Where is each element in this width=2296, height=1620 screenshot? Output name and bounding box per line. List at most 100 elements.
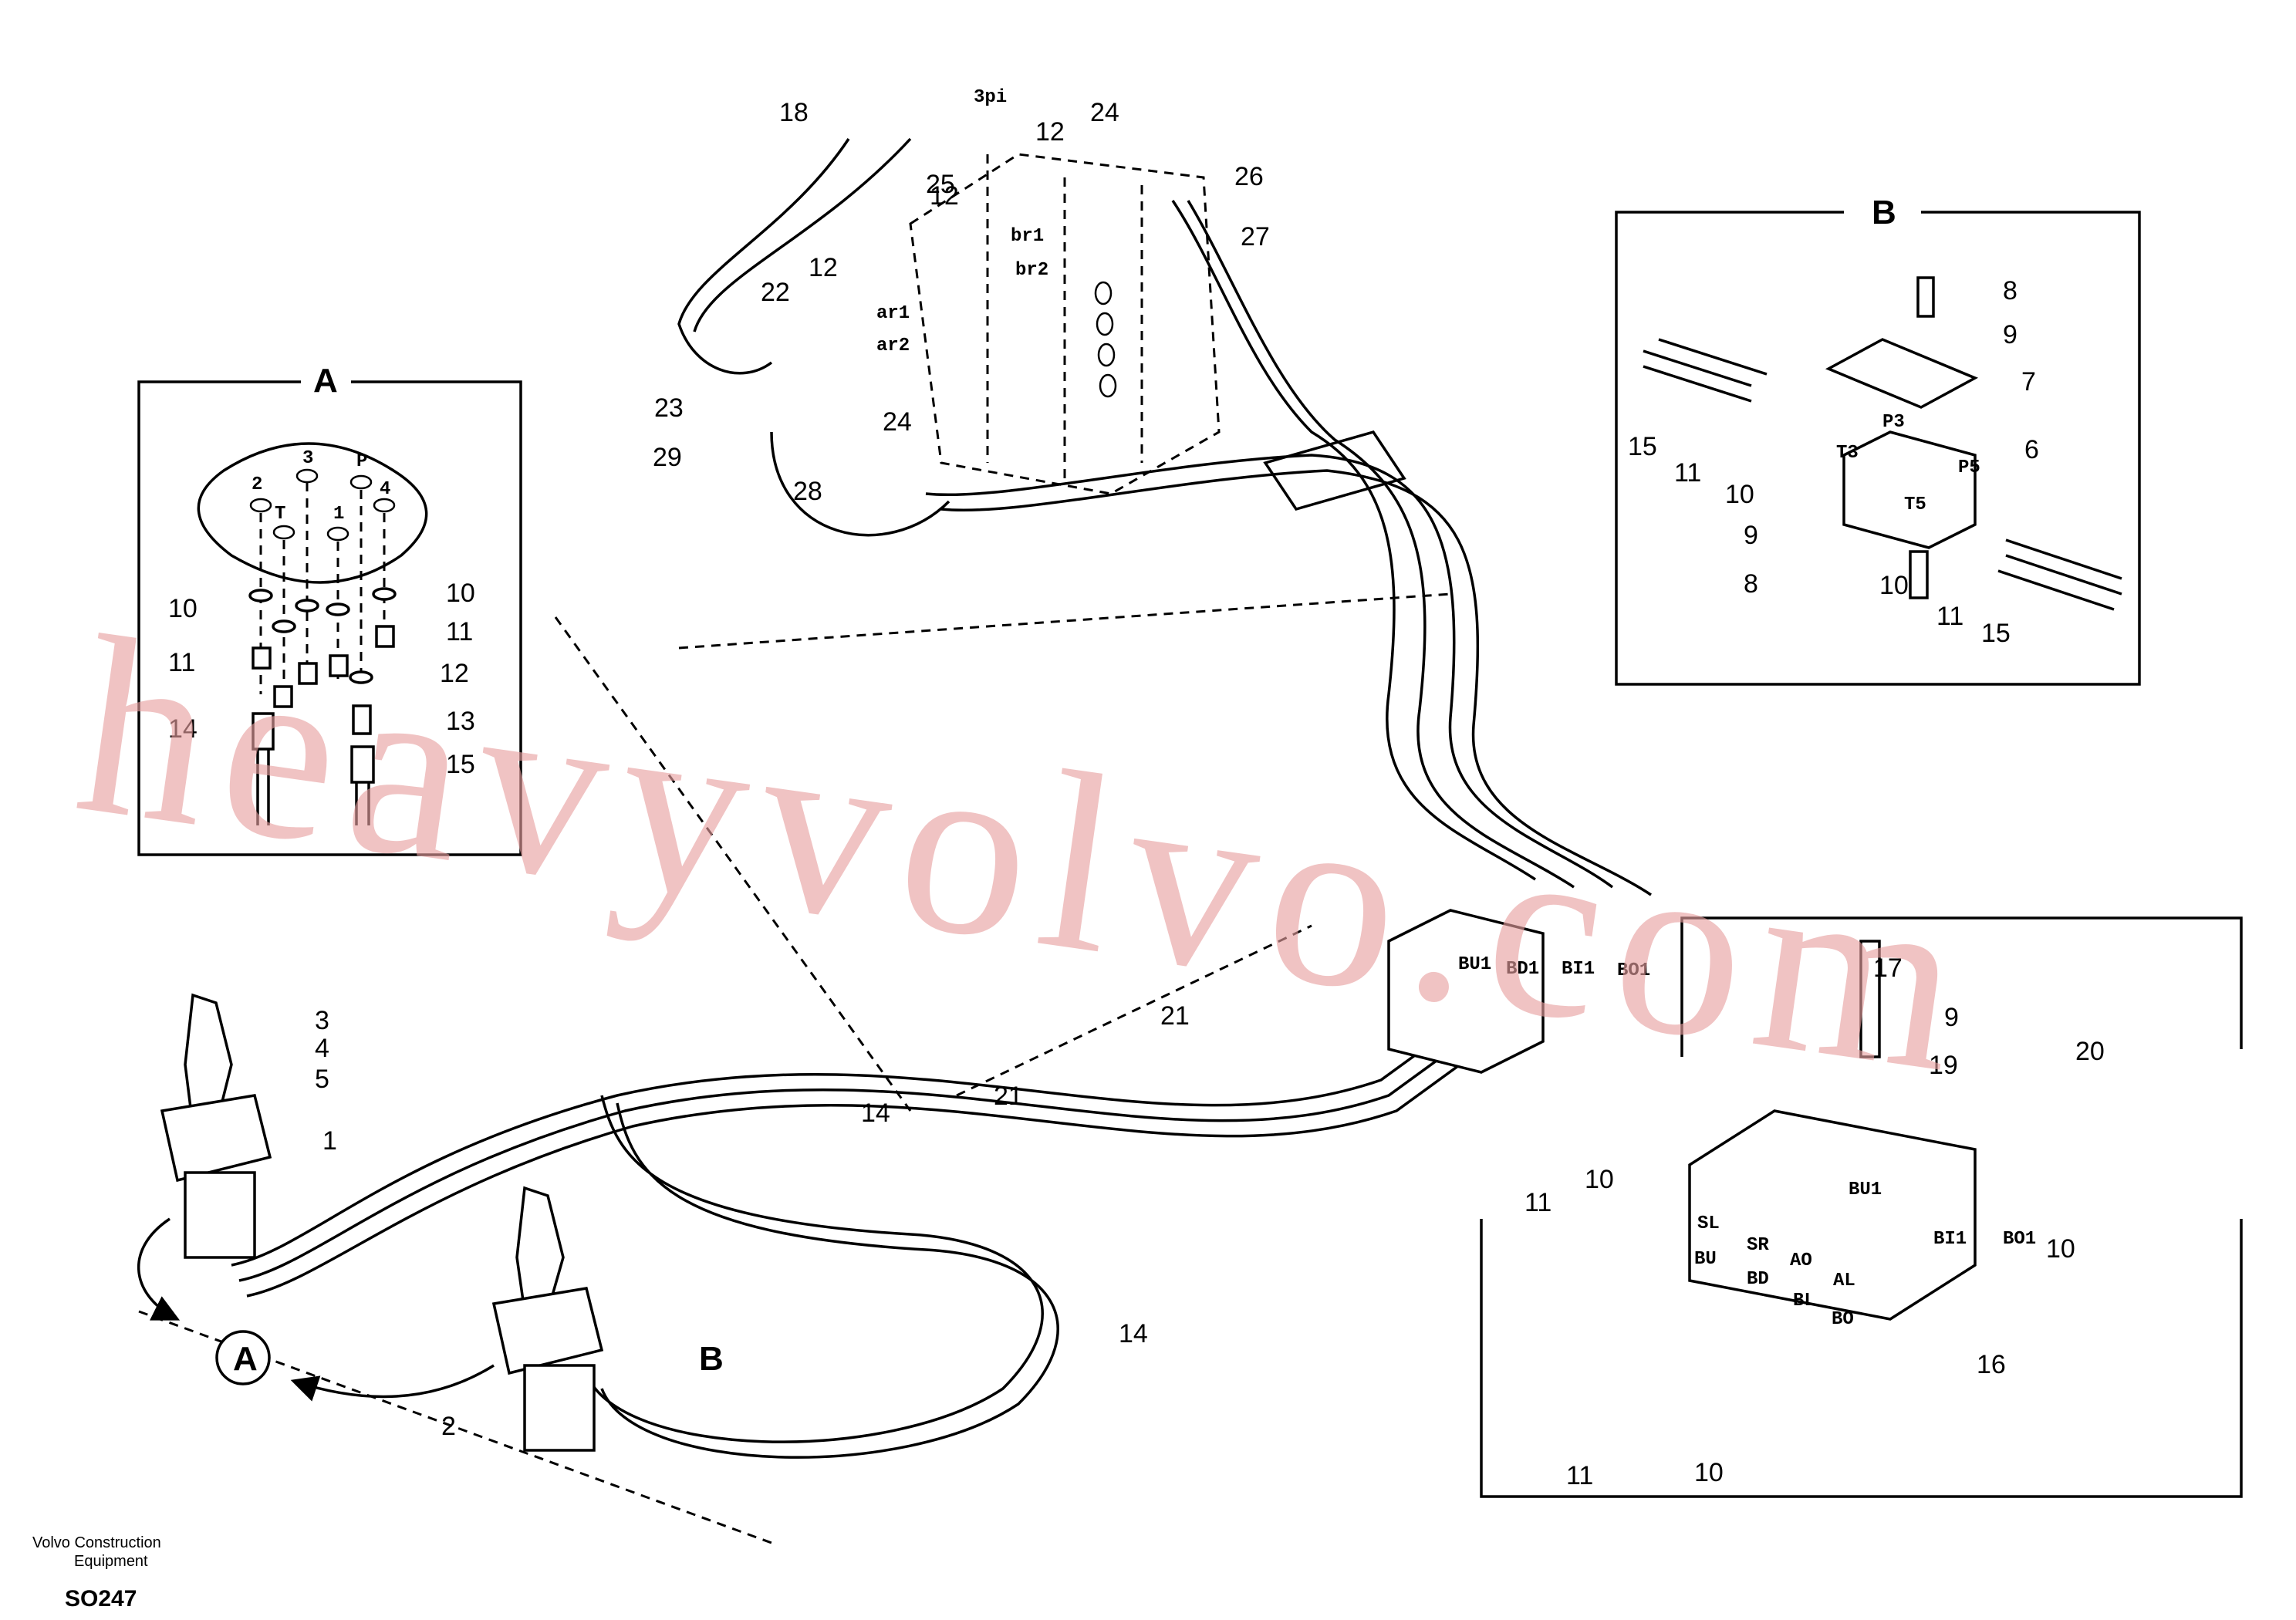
part-label-3: 3 [315, 1006, 329, 1035]
port-label-ar1: ar1 [876, 303, 910, 324]
part-label-21a: 21 [1160, 1001, 1190, 1031]
detail-a-arrow-right [290, 1364, 495, 1402]
port-label-bl: BL [1793, 1291, 1815, 1311]
part-label-b-9: 9 [2003, 320, 2017, 349]
part-label-26: 26 [1234, 162, 1264, 191]
part-label-4: 4 [315, 1034, 329, 1063]
part-label-5: 5 [315, 1065, 329, 1094]
part-label-b-11b: 11 [1936, 602, 1963, 631]
port-label-p5: P5 [1958, 457, 1980, 478]
part-label-b-10: 10 [1725, 480, 1754, 509]
port-label-bo1: BO1 [1617, 960, 1650, 981]
port-label-3: 3 [302, 448, 313, 469]
control-valve: 3pi br1 br2 ar1 ar2 [876, 87, 1221, 495]
detail-a-orings [248, 587, 397, 684]
port-label-sl: SL [1697, 1213, 1720, 1234]
port-label-ar2: ar2 [876, 336, 910, 356]
port-label-br1: br1 [1011, 226, 1044, 247]
plate-ports [249, 468, 396, 542]
port-label-t: T [275, 504, 285, 525]
detail-a-fittings [252, 625, 395, 708]
part-label-28: 28 [793, 477, 822, 506]
part-label-12a: 12 [930, 181, 959, 211]
watermark-text: heavyvolvo.com [64, 583, 1990, 1127]
part-label-2: 2 [441, 1412, 456, 1441]
part-label-b-8: 8 [2003, 276, 2017, 305]
part-label-a-12: 12 [440, 659, 469, 688]
part-label-a-10b: 10 [446, 579, 475, 608]
valve-spools [1094, 281, 1117, 398]
port-label-3pi: 3pi [974, 87, 1007, 108]
part-label-25: 25 [926, 170, 955, 199]
part-label-14b: 14 [1119, 1319, 1148, 1348]
part-label-29: 29 [653, 443, 682, 472]
detail-a-arrow-left [137, 1217, 181, 1321]
part-label-b-11: 11 [1674, 458, 1701, 488]
part-label-c-11a: 11 [1524, 1188, 1551, 1217]
part-label-c-10c: 10 [2046, 1234, 2075, 1264]
part-label-b-6: 6 [2024, 435, 2039, 464]
part-label-19: 19 [1929, 1051, 1958, 1080]
pilot-plate [197, 442, 428, 584]
part-label-12b: 12 [1035, 117, 1065, 147]
port-label-2: 2 [252, 474, 262, 495]
part-label-c-11b: 11 [1566, 1461, 1593, 1490]
port-label-t5: T5 [1904, 494, 1926, 515]
bolt-top [1916, 276, 1935, 318]
joystick-left [160, 993, 272, 1259]
port-label-bd: BD [1747, 1269, 1769, 1290]
port-label-p3: P3 [1882, 412, 1905, 433]
part-label-b-10b: 10 [1879, 571, 1909, 600]
part-label-b-7: 7 [2021, 367, 2036, 397]
part-label-b-15: 15 [1628, 432, 1657, 461]
valve-block-16 [1688, 1109, 1977, 1321]
port-label-bd1: BD1 [1506, 959, 1539, 980]
part-label-27: 27 [1241, 222, 1270, 251]
part-labels: 18 25 12 12 24 26 27 12 22 23 24 29 28 1… [168, 98, 2105, 1490]
detail-a-callout-circle [215, 1330, 271, 1385]
port-label-bu1-c: BU1 [1849, 1180, 1882, 1200]
part-label-b-15b: 15 [1981, 619, 2011, 648]
detail-box-b: B P3 T3 P5 T5 [1615, 194, 2141, 686]
joystick-right [491, 1186, 604, 1452]
detail-b-title: B [1872, 194, 1896, 231]
part-label-24a: 24 [1090, 98, 1119, 127]
clamp-bracket [1825, 338, 1979, 409]
hose-bundle [138, 137, 1652, 1544]
publisher-caption-line-1: Volvo Construction [32, 1534, 161, 1551]
part-label-1: 1 [322, 1126, 337, 1156]
port-label-t3: T3 [1836, 443, 1859, 464]
bolt-17 [1859, 940, 1881, 1058]
part-label-12c: 12 [809, 253, 838, 282]
port-label-4: 4 [380, 479, 390, 500]
distribution-block: BU1 BD1 BI1 BO1 [1387, 909, 1650, 1074]
part-label-17: 17 [1873, 953, 1903, 983]
part-label-a-10: 10 [168, 594, 198, 623]
part-label-18: 18 [779, 98, 809, 127]
part-label-20: 20 [2075, 1037, 2105, 1066]
part-label-16: 16 [1977, 1350, 2006, 1379]
port-label-bo: BO [1832, 1309, 1854, 1330]
publisher-caption-line-2: Equipment [74, 1553, 148, 1570]
part-label-a-15: 15 [446, 750, 475, 779]
detail-box-a: A 3 2 P 4 T 1 [137, 362, 522, 856]
part-label-c-10a: 10 [1585, 1165, 1614, 1194]
port-label-br2: br2 [1015, 260, 1048, 281]
part-label-b-8b: 8 [1744, 569, 1758, 599]
detail-a-hoses [252, 704, 375, 825]
port-label-bo1-c: BO1 [2003, 1229, 2036, 1250]
part-label-22: 22 [761, 278, 790, 307]
port-label-bu: BU [1694, 1249, 1717, 1270]
part-label-b-9b: 9 [1744, 521, 1758, 550]
pilot-block-b [1842, 430, 1977, 549]
port-label-bi1: BI1 [1562, 959, 1595, 980]
part-label-a-11: 11 [168, 648, 195, 677]
part-label-c-10b: 10 [1694, 1458, 1724, 1487]
part-label-a-11b: 11 [446, 617, 473, 646]
part-label-a-13: 13 [446, 707, 475, 736]
port-label-bu1: BU1 [1458, 954, 1491, 975]
detail-a-title: A [313, 362, 338, 400]
hose-clamp-upper [1263, 430, 1406, 511]
detail-b-hoses [1643, 338, 2122, 611]
